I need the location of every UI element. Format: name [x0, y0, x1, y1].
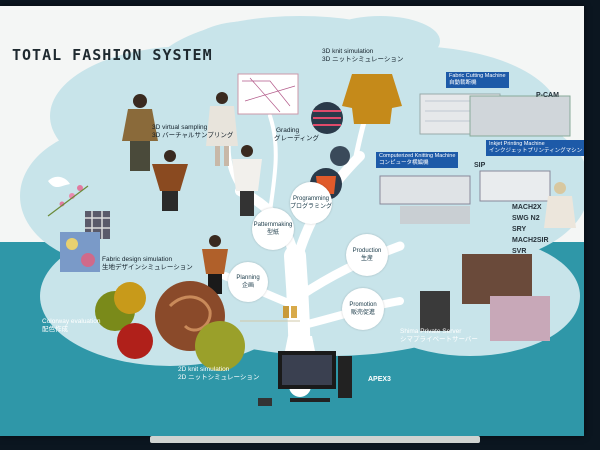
figure-white-top — [232, 145, 262, 216]
thread-spools — [240, 306, 300, 322]
figure-white-dress — [206, 92, 238, 166]
colorway-label-jp: 配色作成 — [42, 326, 68, 333]
bubble-programming-en: Programming — [292, 196, 329, 202]
figure-right-model — [544, 182, 576, 228]
colorway-label-en: Colorway evaluation — [42, 318, 101, 325]
fabric-cutting-machine — [419, 93, 571, 137]
knitting-machine-label-jp: コンピュータ横編機 — [379, 160, 429, 166]
bubble-patternmaking-en: Patternmaking — [253, 222, 293, 228]
bubble-programming-jp: プログラミング — [290, 204, 333, 210]
floral-swatch — [60, 232, 100, 272]
promo-photo-magazine — [462, 254, 532, 304]
poster: TOTAL FASHION SYSTEM 3D virtual sampling… — [0, 6, 584, 436]
inkjet-label-en: Inkjet Printing Machine — [489, 141, 545, 147]
figure-brown-top — [122, 94, 158, 171]
bubble-promotion-jp: 販売促進 — [350, 310, 375, 316]
colorway-ball-red — [117, 323, 153, 359]
brand-mach2sir: MACH2SIR — [512, 237, 549, 244]
fabric-design-label-en: Fabric design simulation — [102, 256, 173, 263]
server-label-jp: シマプライベートサーバー — [400, 336, 478, 343]
grading-label-jp: グレーディング — [274, 135, 320, 142]
bubble-programming: Programming プログラミング — [290, 182, 332, 224]
brand-mach2x: MACH2X — [512, 204, 542, 211]
knit-sim-label-jp: 3D ニットシミュレーション — [322, 56, 404, 63]
knit2d-label-jp: 2D ニットシミュレーション — [178, 374, 260, 381]
bubble-promotion-en: Promotion — [349, 302, 377, 308]
shima-server — [258, 351, 352, 406]
knitting-machine-label-en: Computerized Knitting Machine — [379, 153, 456, 159]
server-label-en: Shima Private Server — [400, 328, 462, 335]
knit2d-label-en: 2D knit simulation — [178, 366, 230, 373]
promo-photo-display — [490, 296, 550, 341]
fabric-cutting-label-jp: 自動裁断機 — [449, 80, 477, 86]
knit-sim-label-en: 3D knit simulation — [322, 48, 374, 55]
poster-title: TOTAL FASHION SYSTEM — [12, 46, 213, 64]
bubble-promotion: Promotion 販売促進 — [342, 288, 384, 330]
promo-photo-poster — [420, 291, 450, 331]
bubble-planning-en: Planning — [236, 275, 260, 281]
brand-sip: SIP — [474, 162, 486, 169]
brand-pcam: P-CAM — [536, 92, 559, 99]
virtual-sampling-label-jp: 3D バーチャルサンプリング — [152, 132, 234, 139]
brand-apex: APEX3 — [368, 376, 391, 383]
inkjet-label-jp: インクジェットプリンティングマシン — [489, 148, 583, 154]
fabric-cutting-tag: Fabric Cutting Machine 自動裁断機 — [446, 72, 509, 88]
fabric-cutting-label-en: Fabric Cutting Machine — [449, 73, 506, 79]
bubble-production-jp: 生産 — [360, 256, 373, 262]
bubble-patternmaking-jp: 型紙 — [266, 230, 279, 236]
figure-poncho — [152, 150, 188, 211]
poster-shelf — [150, 436, 480, 443]
knitting-machine — [379, 175, 471, 224]
inkjet-machine — [479, 170, 551, 202]
grading-pattern — [237, 73, 299, 115]
virtual-sampling-label-en: 3D virtual sampling — [152, 124, 208, 131]
brand-swg: SWG N2 — [512, 215, 540, 222]
bubble-planning-jp: 企画 — [241, 283, 254, 289]
bubble-production: Production 生産 — [346, 234, 388, 276]
bubble-planning: Planning 企画 — [228, 262, 268, 302]
grading-label-en: Grading — [276, 127, 300, 134]
brand-sry: SRY — [512, 226, 527, 233]
knitting-machine-tag: Computerized Knitting Machine コンピュータ横編機 — [376, 152, 459, 168]
inkjet-tag: Inkjet Printing Machine インクジェットプリンティングマシ… — [486, 140, 584, 156]
bubble-production-en: Production — [352, 248, 382, 254]
dove-and-flowers — [47, 176, 89, 217]
colorway-ball-gold — [114, 282, 146, 314]
brand-svr: SVR — [512, 248, 527, 255]
bubble-patternmaking: Patternmaking 型紙 — [252, 208, 294, 250]
fabric-design-label-jp: 生地デザインシミュレーション — [102, 264, 193, 271]
knit2d-swatch-olive — [195, 321, 245, 371]
knit-sweater — [342, 74, 402, 124]
